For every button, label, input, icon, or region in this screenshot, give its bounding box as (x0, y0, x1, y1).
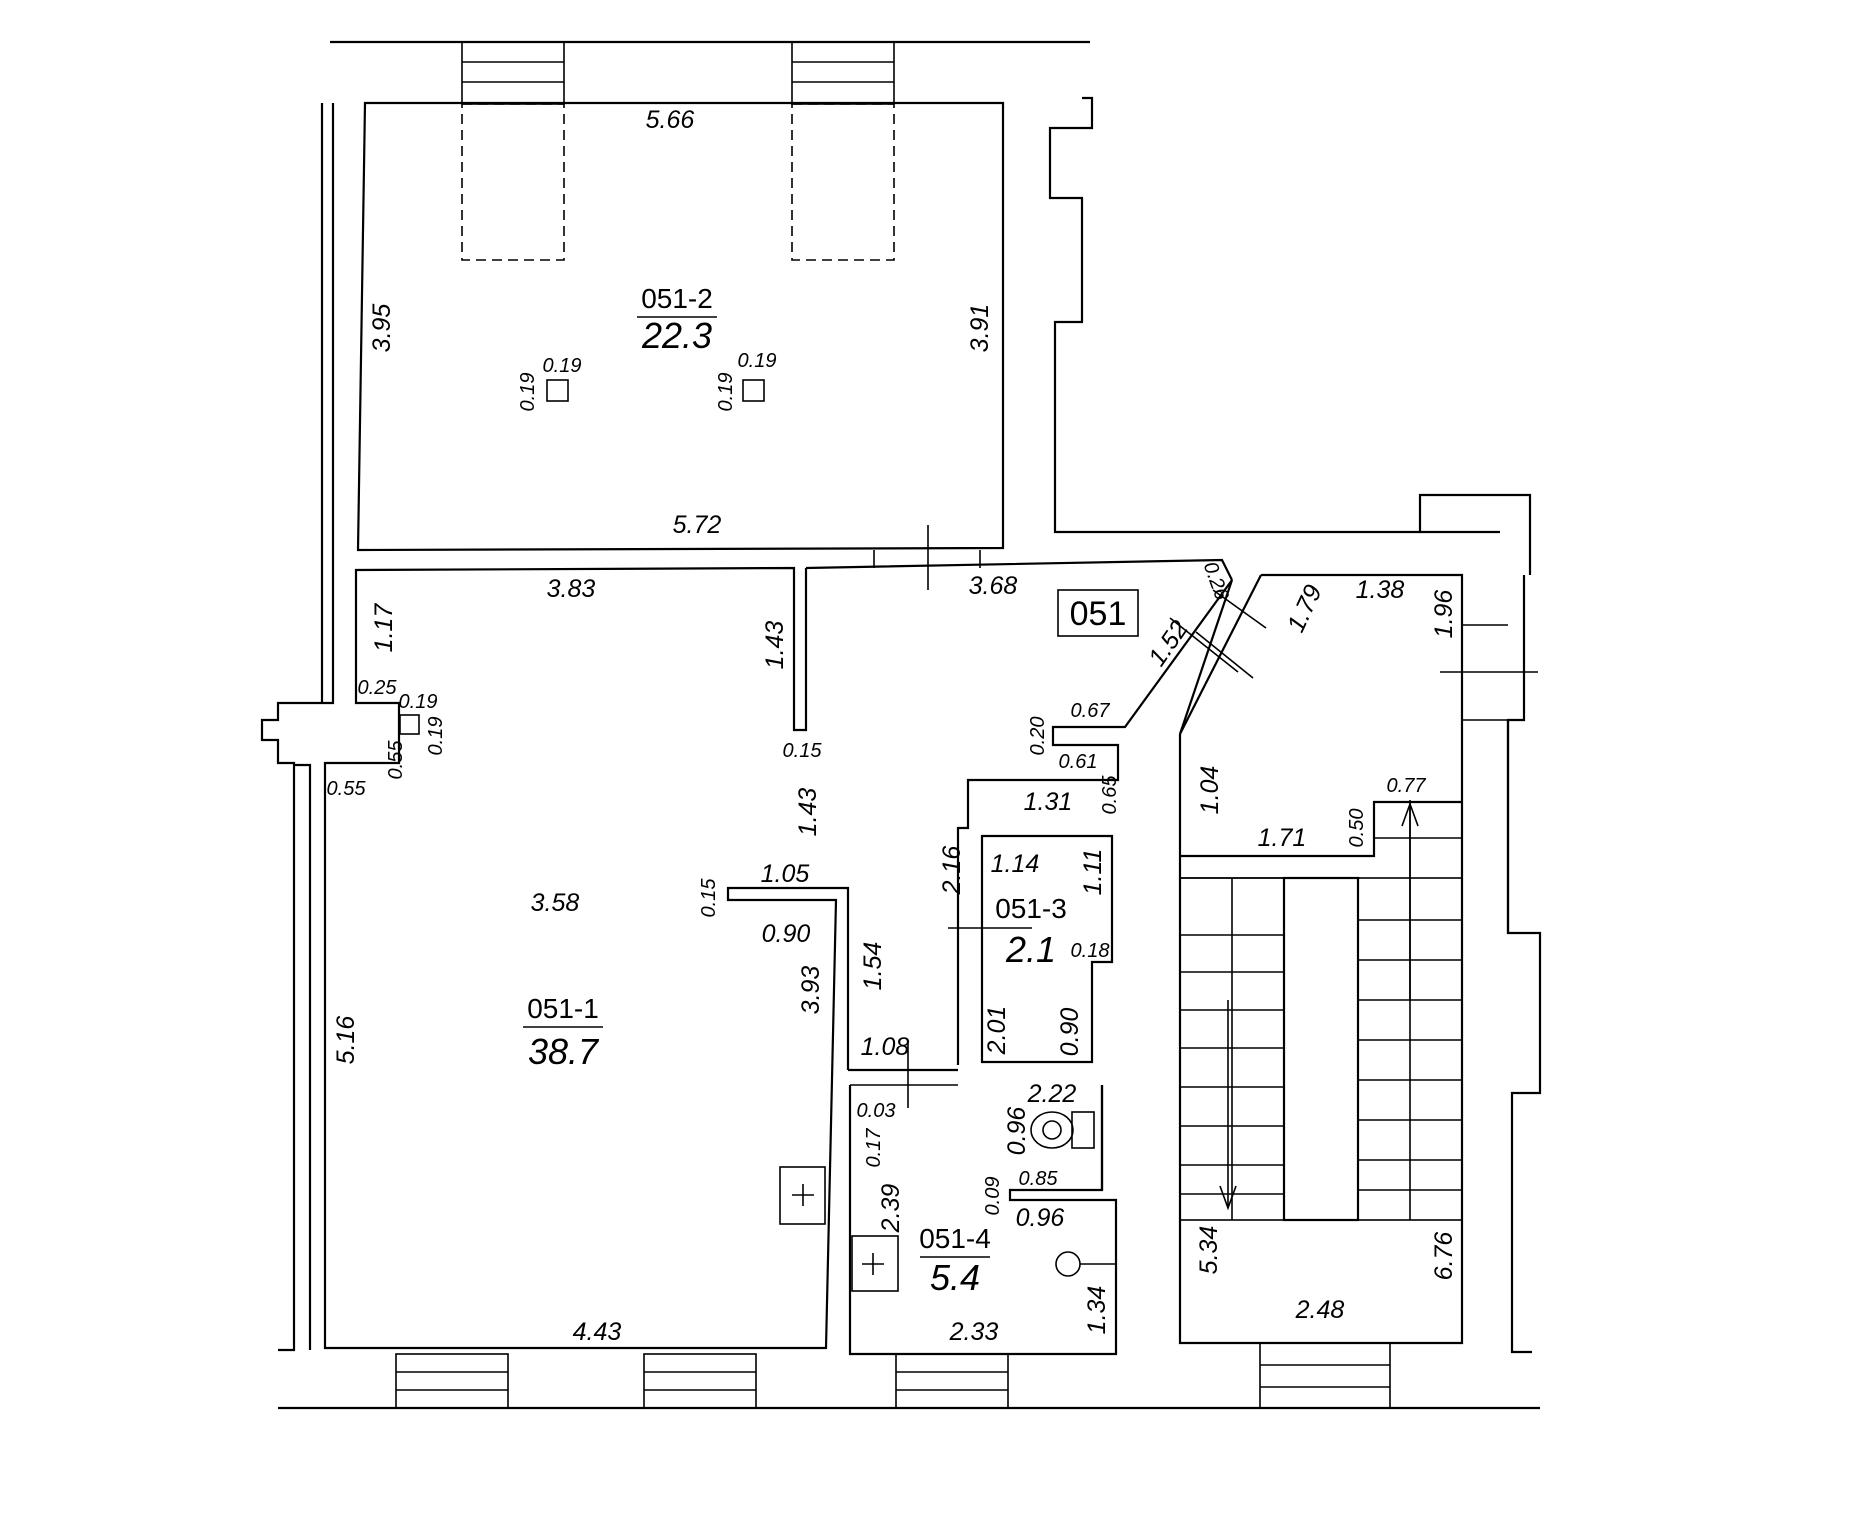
dim-r1-notch-side: 0.55 (385, 740, 407, 780)
window-bottom-3 (895, 1353, 1009, 1409)
column-left (546, 379, 569, 402)
column-right (742, 379, 765, 402)
dim-r4-mid: 0.96 (1016, 1204, 1065, 1232)
window-top-left (461, 41, 565, 105)
dim-r3-lower-left: 2.01 (983, 1006, 1011, 1056)
room-area-051-1: 38.7 (528, 1031, 600, 1072)
dim-st-right-upper: 1.96 (1430, 590, 1458, 639)
dim-st-flight-w: 0.77 (1387, 775, 1427, 797)
dim-st-bottom: 2.48 (1295, 1296, 1345, 1324)
room-id-051-2: 051-2 (641, 283, 713, 314)
column-room-051-1 (399, 714, 420, 735)
dim-r2-col1-h: 0.19 (517, 373, 539, 412)
dim-r3-top: 1.14 (991, 850, 1040, 878)
dim-r3-left: 2.16 (938, 846, 966, 896)
radiator-room-051-1 (779, 1166, 826, 1225)
dim-hall-w: 1.31 (1024, 788, 1073, 816)
plan-label: 051 (1070, 595, 1127, 633)
room-051-1-outline (323, 566, 850, 1350)
dim-r2-col2-h: 0.19 (715, 373, 737, 412)
dim-hall-step-c: 0.61 (1059, 751, 1098, 773)
dim-hall-diag-a: 0.26 (1199, 559, 1233, 604)
hall-walls (805, 525, 1267, 1108)
room-id-051-3: 051-3 (995, 893, 1067, 924)
window-bottom-1 (395, 1353, 509, 1409)
dim-r1-nook-top: 1.05 (761, 860, 810, 888)
dim-r1-left: 5.16 (332, 1016, 360, 1065)
dim-r2-top: 5.66 (646, 106, 695, 134)
dimension-labels: 5.66 3.95 3.91 5.72 0.19 0.19 0.19 0.19 … (327, 106, 1458, 1346)
sink-icon (1055, 1251, 1116, 1277)
dim-r2-col1-w: 0.19 (543, 355, 582, 377)
window-top-right (791, 41, 895, 105)
dim-r1-right: 3.93 (797, 966, 825, 1015)
dim-st-landing: 1.71 (1258, 824, 1307, 852)
dim-st-left-upper: 1.04 (1196, 766, 1224, 815)
dim-r3-lower-right: 0.90 (1056, 1008, 1084, 1057)
dim-r1-inner-a: 1.43 (761, 621, 789, 670)
room-id-051-4: 051-4 (919, 1223, 991, 1254)
dim-r1-left-upper: 1.17 (370, 603, 398, 653)
dim-r2-left: 3.95 (368, 304, 396, 353)
dim-r4-wall-c: 0.09 (982, 1177, 1004, 1216)
dim-hall-h: 1.54 (859, 942, 887, 991)
dim-r2-right: 3.91 (966, 304, 994, 353)
dim-r1-top: 3.83 (547, 575, 596, 603)
dim-hall-step-a: 0.67 (1071, 700, 1111, 722)
dim-r3-right: 1.11 (1079, 849, 1107, 896)
dim-r4-wc-w: 0.96 (1003, 1107, 1031, 1156)
room-051-3-outline (980, 834, 1114, 1064)
room-id-051-1: 051-1 (527, 993, 599, 1024)
dim-st-top: 1.38 (1356, 576, 1405, 604)
dim-r1-notch-bottom: 0.55 (327, 778, 367, 800)
dim-r1-width: 3.58 (531, 889, 580, 917)
dim-r1-col-w: 0.19 (399, 691, 438, 713)
dim-st-diag: 1.79 (1282, 581, 1328, 637)
dim-r2-col2-w: 0.19 (738, 350, 777, 372)
recess-left (461, 103, 565, 261)
window-bottom-2 (643, 1353, 757, 1409)
room-051-4-outline (848, 1085, 1118, 1356)
dim-r1-col-h: 0.19 (425, 717, 447, 756)
room-area-051-3: 2.1 (1005, 929, 1056, 970)
dim-r2-bottom: 5.72 (673, 511, 722, 539)
radiator-room-051-4 (851, 1235, 899, 1292)
dim-r1-wall-thk-a: 0.15 (783, 740, 823, 762)
dim-r4-wall-b: 0.17 (863, 1128, 885, 1168)
dim-r1-inner-b: 1.43 (794, 788, 822, 837)
dim-r1-notch-top: 0.25 (358, 677, 398, 699)
room-area-051-4: 5.4 (930, 1257, 980, 1298)
dim-r3-inner: 0.18 (1071, 940, 1110, 962)
dim-r4-bottom: 2.33 (949, 1318, 999, 1346)
dim-st-wall: 0.50 (1346, 809, 1368, 848)
room-area-051-2: 22.3 (641, 315, 712, 356)
dim-r4-partition: 0.85 (1019, 1168, 1059, 1190)
dim-r4-right: 1.34 (1083, 1286, 1111, 1335)
dim-r1-wall-thk-b: 0.15 (698, 878, 720, 918)
dim-r4-left: 2.39 (877, 1184, 905, 1234)
room-051-2-outline (356, 101, 1005, 552)
dim-r1-bottom: 4.43 (573, 1318, 622, 1346)
dim-hall-step-b: 0.20 (1027, 717, 1049, 756)
window-bottom-4 (1259, 1342, 1391, 1409)
dim-r4-top: 2.22 (1027, 1080, 1077, 1108)
dim-st-right: 6.76 (1430, 1232, 1458, 1281)
dim-r4-wall-a: 0.03 (857, 1100, 896, 1122)
dim-hall-step-d: 0.65 (1099, 775, 1121, 815)
recess-right (791, 103, 895, 261)
dim-st-left: 5.34 (1195, 1226, 1223, 1275)
stairwell (1178, 573, 1538, 1345)
plan-label-box (1057, 589, 1139, 637)
dim-r1-nook-bottom: 0.90 (762, 920, 811, 948)
dim-hall-bottom: 1.08 (861, 1033, 910, 1061)
toilet-icon (1030, 1111, 1095, 1149)
dim-hall-top: 3.68 (969, 572, 1018, 600)
